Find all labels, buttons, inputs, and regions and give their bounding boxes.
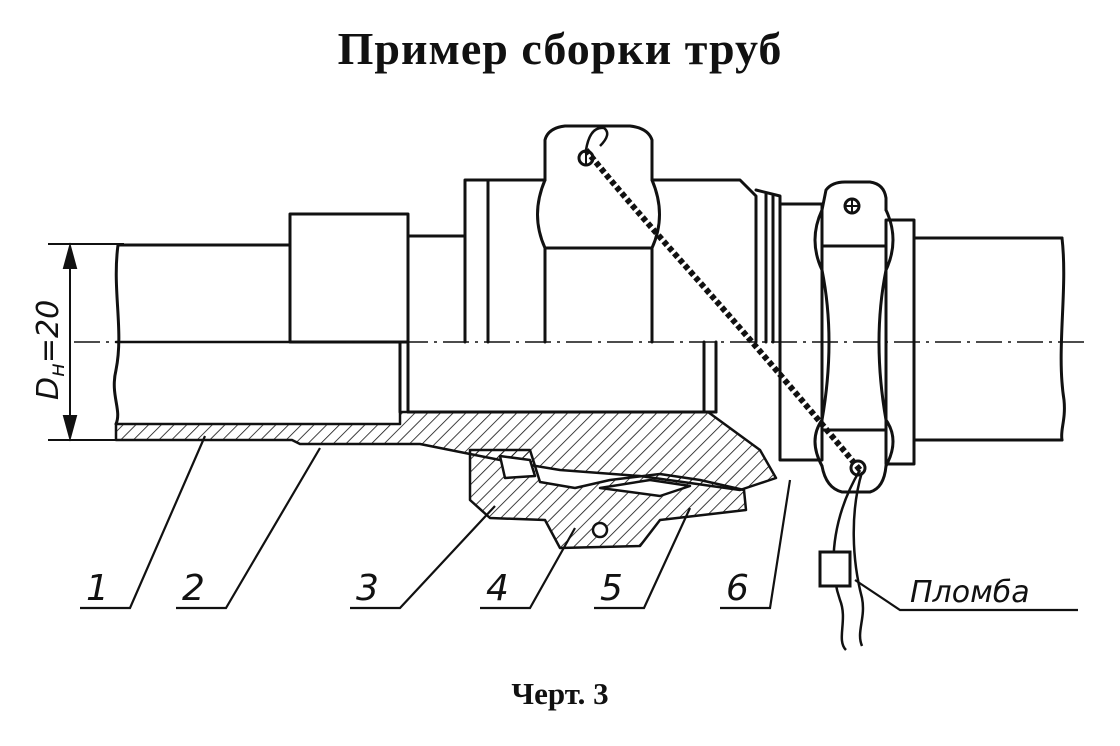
callout-1: 1: [86, 568, 109, 609]
cross-section: [114, 410, 778, 550]
callout-2: 2: [182, 568, 205, 609]
lock-nut: [778, 180, 916, 494]
union-body: [406, 178, 782, 422]
callout-4: 4: [486, 568, 509, 609]
leader-lines: [80, 435, 1078, 612]
figure-caption: Черт. 3: [511, 676, 609, 711]
seal-wire: [583, 126, 865, 651]
figure-title: Пример сборки труб: [337, 23, 783, 74]
coupling-sleeve: [288, 212, 467, 414]
left-pipe: [112, 243, 402, 426]
right-pipe: [912, 236, 1066, 442]
callout-5: 5: [600, 568, 623, 609]
diameter-label: Dн=20: [31, 300, 69, 400]
callout-6: 6: [726, 568, 749, 609]
union-nut: [536, 124, 661, 344]
callout-3: 3: [356, 568, 379, 609]
diameter-dimension: [48, 242, 124, 442]
seal-label: Пломба: [910, 575, 1030, 610]
